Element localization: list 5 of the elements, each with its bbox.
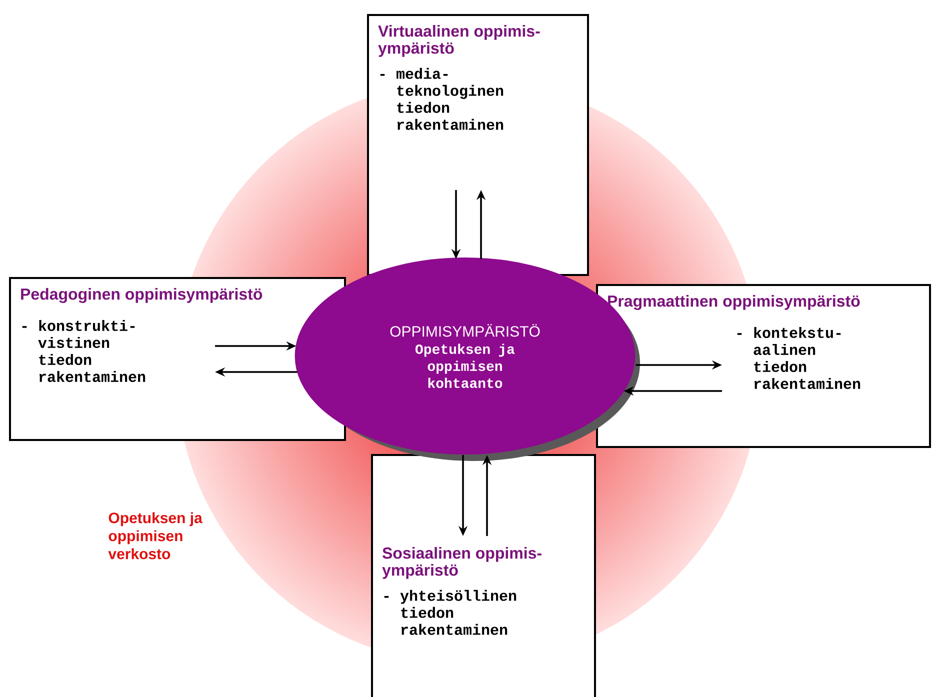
text-box: Pragmaattinen oppimisympäristö - kontekstu- aalinen tiedon rakentaminen xyxy=(596,284,932,448)
text-box: Sosiaalinen oppimis- ympäristö - yhteisöllinen tiedon rakentaminen xyxy=(371,454,596,697)
text-box: Pedagoginen oppimisympäristö - konstrukti- vistinen tiedon rakentaminen xyxy=(9,277,346,441)
text-box: Virtuaalinen oppimis- ympäristö - media- teknologinen tiedon rakentaminen xyxy=(367,14,589,276)
caption-text: Opetuksen ja oppimisen verkosto xyxy=(108,512,202,560)
